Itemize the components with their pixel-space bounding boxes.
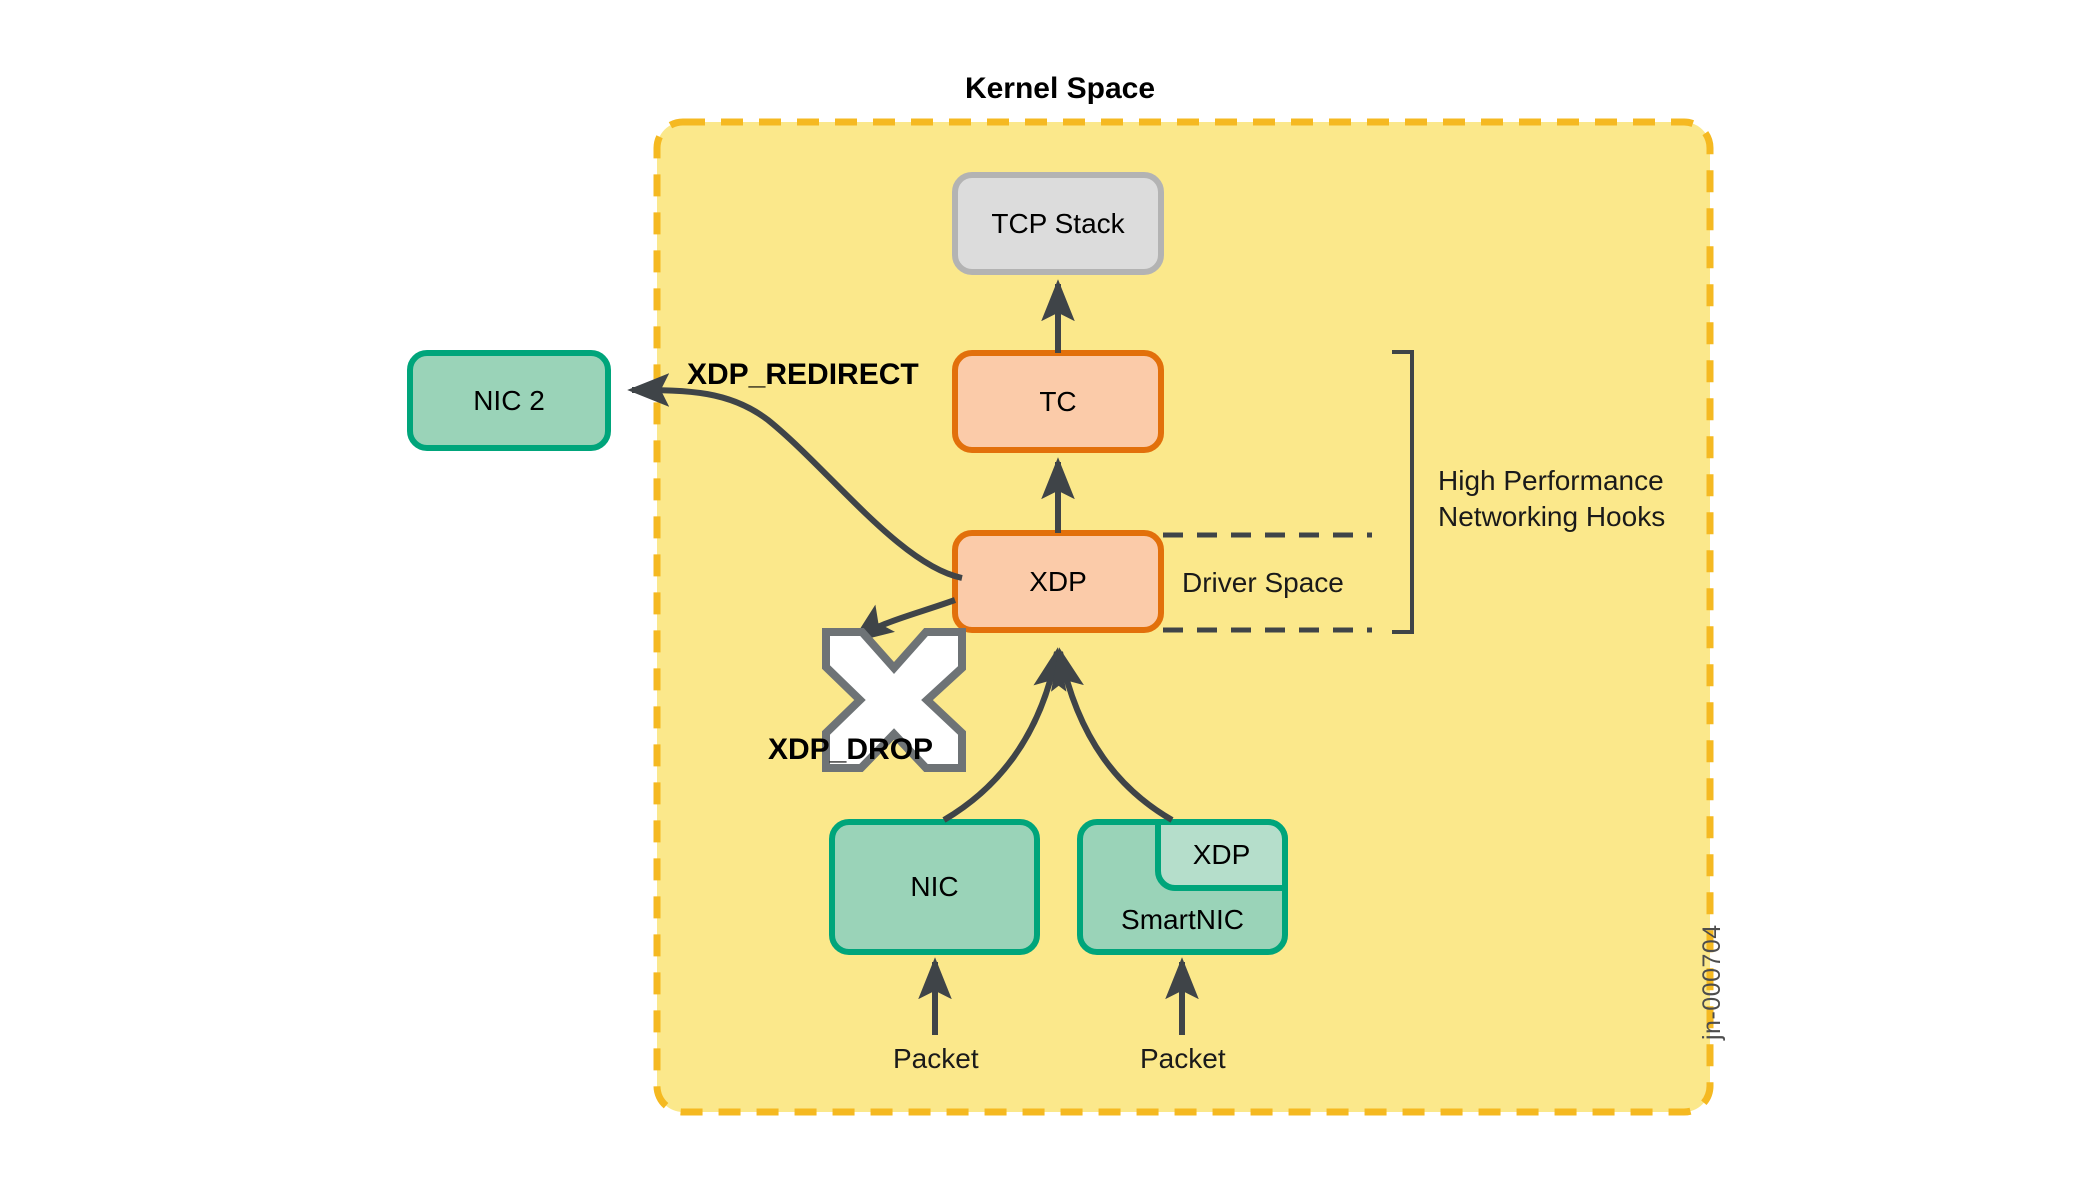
- hooks-bracket-label: High Performance Networking Hooks: [1438, 463, 1665, 535]
- kernel-space-title: Kernel Space: [964, 72, 1156, 105]
- arrow-smartnic-to-xdp: [1051, 647, 1174, 823]
- packet-left-label: Packet: [893, 1043, 979, 1074]
- xdp-drop-label: XDP_DROP: [768, 733, 934, 766]
- tc-box[interactable]: [952, 350, 1164, 453]
- watermark-label: jn-000704: [1698, 924, 1726, 1040]
- xdp-redirect-label: XDP_REDIRECT: [687, 358, 919, 391]
- packet-right-label: Packet: [1140, 1043, 1226, 1074]
- hooks-bracket: [1392, 350, 1414, 634]
- hooks-label-line-1: High Performance: [1438, 465, 1664, 496]
- nic-box[interactable]: [829, 819, 1040, 955]
- smartnic-xdp-box[interactable]: [1155, 819, 1288, 891]
- arrow-xdp-redirect-to-nic2: [627, 373, 963, 581]
- hooks-label-line-2: Networking Hooks: [1438, 500, 1666, 532]
- tcp-stack-box[interactable]: [952, 172, 1164, 275]
- arrow-nic-to-xdp: [942, 647, 1067, 823]
- driver-space-label: Driver Space: [1182, 567, 1344, 598]
- nic2-box[interactable]: [407, 350, 611, 451]
- xdp-drop-x-icon: [822, 628, 966, 772]
- xdp-box[interactable]: [952, 530, 1164, 633]
